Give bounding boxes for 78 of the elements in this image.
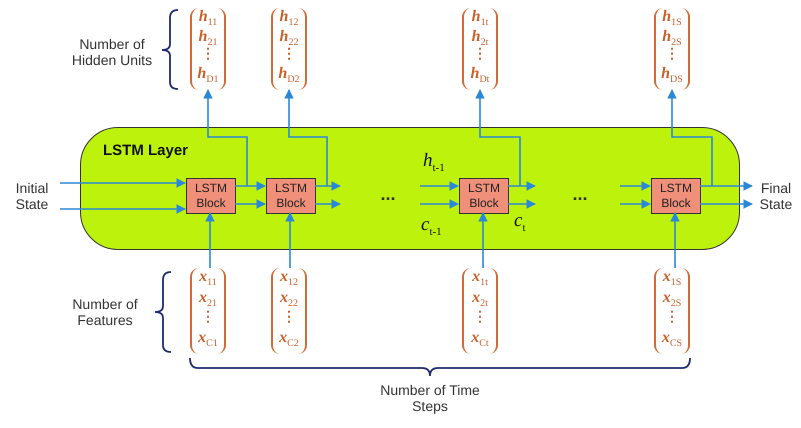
vector-entry: h$_{2S}$ [662,28,682,45]
column-vector [462,8,498,90]
vector-entry: h$_{22}$ [280,28,298,45]
vertical-ellipsis: ⋮ [665,311,679,325]
state-label: Initial State [4,174,60,218]
edge-label: c$_{t-1}$ [421,214,442,238]
vertical-ellipsis: ⋮ [282,48,296,62]
vertical-ellipsis: ⋮ [473,48,487,62]
side-label: Number of Features [71,296,139,328]
layer-band [80,127,740,250]
arrow [670,212,680,268]
vertical-ellipsis: ⋮ [201,311,215,325]
arrow [285,212,295,268]
arrow [60,178,186,188]
vector-entry: h$_{12}$ [280,9,298,25]
vector-entry: h$_{D1}$ [197,66,219,82]
arrow [620,199,651,209]
vector-entry: x$_{2S}$ [662,290,682,306]
column-vector [654,8,690,90]
vector-entry: x$_{1t}$ [472,269,488,285]
lstm-block: LSTM Block [459,178,509,214]
vector-entry: x$_{12}$ [280,269,298,285]
vector-entry: x$_{21}$ [199,290,217,306]
arrow [60,204,186,214]
arrow [235,199,266,209]
vector-entry: x$_{1S}$ [662,269,682,285]
arrow [667,89,713,186]
vector-entry: x$_{11}$ [199,269,217,285]
vector-entry: x$_{C1}$ [198,330,218,346]
arrow [315,181,341,191]
lstm-block: LSTM Block [186,178,236,214]
arrow [508,199,536,209]
vertical-ellipsis: ⋮ [282,311,296,325]
lstm-block: LSTM Block [651,178,701,214]
arrow [700,181,753,191]
vector-entry: x$_{2t}$ [472,290,488,306]
column-vector [190,8,226,90]
column-vector [654,268,690,354]
vector-entry: x$_{CS}$ [662,330,682,346]
vector-entry: h$_{21}$ [198,28,218,45]
column-vector [190,268,226,354]
arrow [420,199,459,209]
vector-entry: h$_{DS}$ [661,66,683,82]
column-vector [462,268,498,354]
vector-entry: h$_{1S}$ [662,9,682,25]
vector-entry: h$_{Dt}$ [470,66,490,82]
arrow [508,181,536,191]
vector-entry: h$_{2t}$ [472,28,488,45]
arrow [478,212,488,268]
arrow [284,89,328,186]
column-vector [271,268,307,354]
vertical-ellipsis: ⋮ [473,311,487,325]
layer-title: LSTM Layer [103,142,188,159]
edge-label: h$_{t-1}$ [423,150,445,174]
vector-entry: h$_{D2}$ [278,66,300,82]
arrow [700,199,753,209]
column-vector [271,8,307,90]
ellipsis: ... [571,184,588,205]
edge-label: c$_{t}$ [514,210,526,234]
vertical-ellipsis: ⋮ [201,48,215,62]
side-label: Number of Hidden Units [70,36,154,68]
arrow [420,181,459,191]
vector-entry: x$_{Ct}$ [471,330,489,346]
ellipsis: ... [379,184,396,205]
vector-entry: x$_{C2}$ [279,330,299,346]
state-label: Final State [752,174,800,218]
vector-entry: h$_{1t}$ [472,9,488,25]
arrow [203,89,248,186]
vertical-ellipsis: ⋮ [665,48,679,62]
lstm-block: LSTM Block [266,178,316,214]
arrow [620,181,651,191]
arrow [235,181,266,191]
arrow [475,89,521,186]
arrow [315,199,341,209]
vector-entry: h$_{11}$ [198,9,218,25]
vector-entry: x$_{22}$ [280,290,298,306]
side-label: Number of Time Steps [380,382,480,414]
arrow [205,212,215,268]
